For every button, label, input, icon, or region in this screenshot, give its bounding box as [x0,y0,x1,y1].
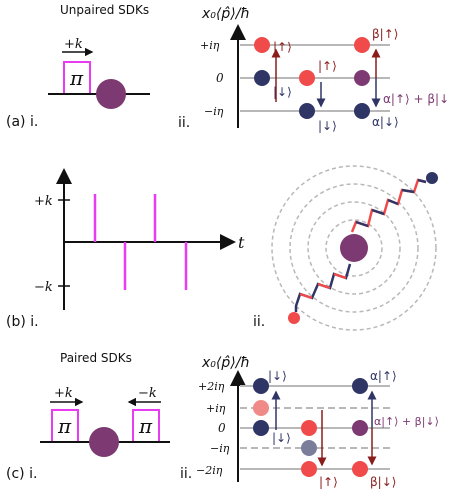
c-alpha-up: α|↑⟩ [370,369,397,383]
c-dot-2b [301,440,317,456]
panel-a-label-i: (a) i. [6,114,38,130]
final-mixed-dot [354,70,370,86]
time-axis-label: t [238,233,245,252]
tick-plus2: +2iη [198,380,225,393]
panel-b-ii: ii. [253,165,438,331]
c-final-down [352,378,368,394]
tick-zero: 0 [216,71,224,85]
alpha-down-label: α|↓⟩ [372,115,399,129]
left-pulse-k: +k [54,386,73,401]
c-final-mixed [352,420,368,436]
y-plus-k-label: +k [34,194,53,209]
orbit-ring-4 [271,165,437,331]
c-dot-1a [253,378,269,394]
atom [96,79,126,109]
tick-minus2: −2iη [196,464,223,477]
up-state-dot [254,37,270,53]
pi-symbol: π [69,66,84,90]
ket-down-label-2: |↓⟩ [318,119,337,133]
tick-zero-c: 0 [218,421,226,435]
c-superposition: α|↑⟩ + β|↓⟩ [374,415,439,428]
momentum-axis-label-c: x₀⟨p̂⟩/ħ [201,355,250,371]
orbit-ring-3 [289,183,419,313]
panel-b-label-ii: ii. [253,314,265,330]
panel-a-label-ii: ii. [178,115,190,131]
down-state-dot [254,70,270,86]
panel-b-label-i: (b) i. [6,314,39,330]
c-dot-1b [253,400,269,416]
orbit-ring-2 [307,201,401,295]
trap-center-atom [340,234,368,262]
c-ket-down-mid: |↓⟩ [272,431,291,445]
y-minus-k-label: −k [34,280,53,295]
beta-up-label: β|↑⟩ [372,27,398,41]
down-state-dot-2 [299,103,315,119]
panel-a-title: Unpaired SDKs [60,3,149,17]
tick-minus1: −iη [210,442,230,455]
c-ket-down-top: |↓⟩ [268,369,287,383]
tick-plus1: +iη [206,402,226,415]
superposition-label: α|↑⟩ + β|↓⟩ [383,92,449,106]
pulse-k-label: +k [64,37,83,52]
panel-c-ii: x₀⟨p̂⟩/ħ +2iη +iη 0 −iη −2iη |↓⟩ |↓⟩ |↑⟩… [180,355,439,489]
c-final-up [352,461,368,477]
panel-c-i: Paired SDKs +k π −k π (c) i. [6,351,170,482]
panel-b-i: +k −k t (b) i. [6,168,245,330]
left-pi-symbol: π [57,414,72,438]
orbit-ring-1 [325,219,383,277]
tick-minus: −iη [204,105,224,118]
panel-a-i: Unpaired SDKs +k π (a) i. [6,3,150,130]
trajectory-end-red [288,312,300,324]
up-state-dot-2 [299,70,315,86]
c-ket-up: |↑⟩ [319,475,338,489]
c-dot-2c [301,461,317,477]
c-beta-down: β|↓⟩ [370,475,396,489]
trajectory-up-navy [355,178,427,228]
panel-c-title: Paired SDKs [60,351,132,365]
c-dot-1c [253,420,269,436]
c-dot-2a [301,420,317,436]
ket-up-label-2: |↑⟩ [318,59,337,73]
right-pulse-k: −k [138,386,157,401]
panel-c-label-i: (c) i. [6,466,37,482]
panel-a-ii: x₀⟨p̂⟩/ħ +iη 0 −iη |↑⟩ |↓⟩ |↑⟩ |↓⟩ β|↑⟩ … [178,6,449,133]
momentum-axis-label: x₀⟨p̂⟩/ħ [201,6,250,22]
panel-c-label-ii: ii. [180,466,192,482]
atom-c [89,427,119,457]
right-pi-symbol: π [138,414,153,438]
tick-plus: +iη [200,39,220,52]
trajectory-end-navy [426,172,438,184]
final-down-dot [354,103,370,119]
final-up-dot [354,37,370,53]
trajectory-down-red [299,272,347,300]
ket-down-label: |↓⟩ [273,85,292,99]
